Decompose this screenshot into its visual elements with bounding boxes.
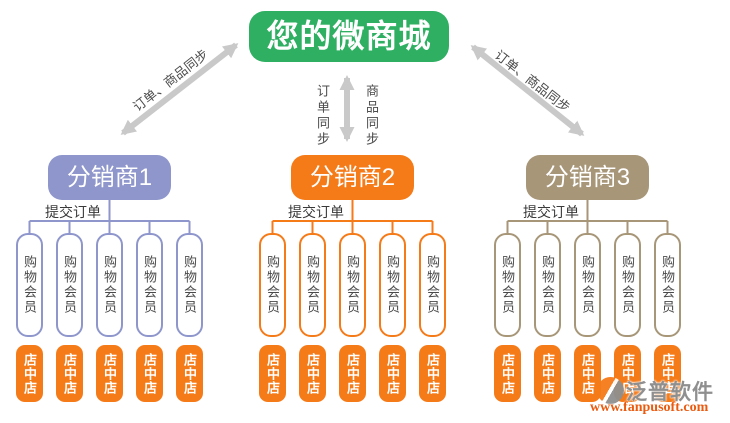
submit-order-label: 提交订单 xyxy=(288,204,344,220)
submit-order-label: 提交订单 xyxy=(523,204,579,220)
member-columns: 购物会员 店中店 购物会员 店中店 购物会员 店中店 购物会员 店中店 购物会员… xyxy=(494,233,681,402)
submit-order-label: 提交订单 xyxy=(45,204,101,220)
arrow-right-diagonal xyxy=(470,44,585,137)
distributor-group-1: 分销商1 提交订单 购物会员 店中店 购物会员 店中店 购物会员 店中店 购物会… xyxy=(16,155,203,403)
member-box: 购物会员 xyxy=(379,233,406,337)
member-column: 购物会员 店中店 xyxy=(299,233,326,402)
arrow-label-order-sync: 订单同步 xyxy=(315,84,330,148)
member-column: 购物会员 店中店 xyxy=(176,233,203,402)
member-box: 购物会员 xyxy=(299,233,326,337)
member-column: 购物会员 店中店 xyxy=(56,233,83,402)
member-column: 购物会员 店中店 xyxy=(654,233,681,402)
store-box: 店中店 xyxy=(419,345,446,402)
member-column: 购物会员 店中店 xyxy=(136,233,163,402)
watermark-brand: 泛普软件 xyxy=(626,381,714,404)
member-box: 购物会员 xyxy=(259,233,286,337)
member-box: 购物会员 xyxy=(419,233,446,337)
member-columns: 购物会员 店中店 购物会员 店中店 购物会员 店中店 购物会员 店中店 购物会员… xyxy=(16,233,203,402)
store-box: 店中店 xyxy=(339,345,366,402)
member-column: 购物会员 店中店 xyxy=(339,233,366,402)
arrow-label-right: 订单、商品同步 xyxy=(491,47,573,116)
member-column: 购物会员 店中店 xyxy=(494,233,521,402)
store-box: 店中店 xyxy=(176,345,203,402)
fanpu-logo-icon xyxy=(597,377,624,404)
store-box: 店中店 xyxy=(574,345,601,402)
member-box: 购物会员 xyxy=(176,233,203,337)
store-box: 店中店 xyxy=(259,345,286,402)
member-column: 购物会员 店中店 xyxy=(379,233,406,402)
member-box: 购物会员 xyxy=(534,233,561,337)
store-box: 店中店 xyxy=(494,345,521,402)
member-column: 购物会员 店中店 xyxy=(534,233,561,402)
store-box: 店中店 xyxy=(96,345,123,402)
member-box: 购物会员 xyxy=(574,233,601,337)
distributor-box: 分销商1 xyxy=(48,155,171,200)
arrow-left-diagonal xyxy=(120,42,239,136)
member-column: 购物会员 店中店 xyxy=(574,233,601,402)
member-column: 购物会员 店中店 xyxy=(419,233,446,402)
member-column: 购物会员 店中店 xyxy=(614,233,641,402)
store-box: 店中店 xyxy=(614,345,641,402)
store-box: 店中店 xyxy=(654,345,681,402)
member-box: 购物会员 xyxy=(136,233,163,337)
distributor-box: 分销商3 xyxy=(526,155,649,200)
connector-tree xyxy=(271,200,434,233)
store-box: 店中店 xyxy=(16,345,43,402)
watermark: 泛普软件 www.fanpusoft.com xyxy=(588,374,730,418)
member-box: 购物会员 xyxy=(494,233,521,337)
connector-tree xyxy=(28,200,191,233)
connector-tree xyxy=(506,200,669,233)
arrow-label-left: 订单、商品同步 xyxy=(130,46,212,115)
member-column: 购物会员 店中店 xyxy=(96,233,123,402)
store-box: 店中店 xyxy=(379,345,406,402)
member-column: 购物会员 店中店 xyxy=(16,233,43,402)
member-column: 购物会员 店中店 xyxy=(259,233,286,402)
store-box: 店中店 xyxy=(534,345,561,402)
root-mall-box: 您的微商城 xyxy=(249,11,449,62)
store-box: 店中店 xyxy=(56,345,83,402)
distributor-group-3: 分销商3 提交订单 购物会员 店中店 购物会员 店中店 购物会员 店中店 购物会… xyxy=(494,155,681,403)
member-box: 购物会员 xyxy=(614,233,641,337)
member-box: 购物会员 xyxy=(96,233,123,337)
member-box: 购物会员 xyxy=(16,233,43,337)
store-box: 店中店 xyxy=(136,345,163,402)
arrow-label-product-sync: 商品同步 xyxy=(364,84,379,148)
member-box: 购物会员 xyxy=(654,233,681,337)
distributor-box: 分销商2 xyxy=(291,155,414,200)
watermark-url: www.fanpusoft.com xyxy=(590,400,709,415)
store-box: 店中店 xyxy=(299,345,326,402)
distributor-group-2: 分销商2 提交订单 购物会员 店中店 购物会员 店中店 购物会员 店中店 购物会… xyxy=(259,155,446,403)
member-box: 购物会员 xyxy=(339,233,366,337)
member-box: 购物会员 xyxy=(56,233,83,337)
member-columns: 购物会员 店中店 购物会员 店中店 购物会员 店中店 购物会员 店中店 购物会员… xyxy=(259,233,446,402)
